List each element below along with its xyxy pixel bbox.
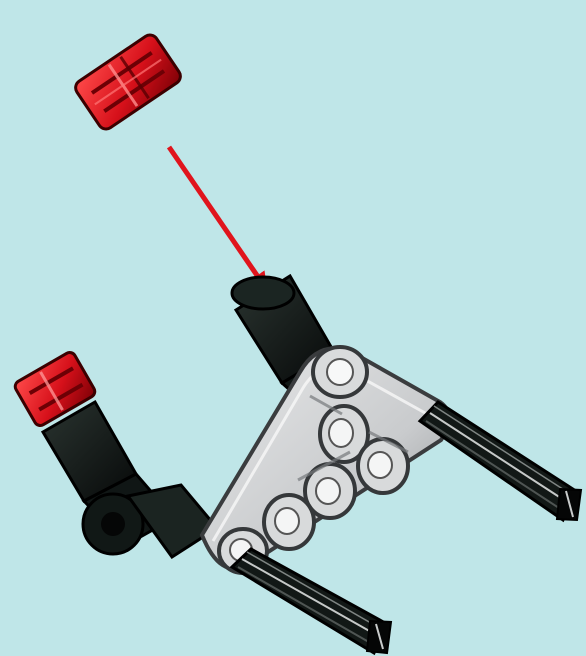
new-red-axle-connector [73,32,184,132]
left-black-axle [232,549,391,653]
left-black-angle-connector [43,402,217,557]
assembly-arrow [169,147,265,287]
gray-triangle-plate [202,347,449,573]
right-black-axle [420,402,581,520]
